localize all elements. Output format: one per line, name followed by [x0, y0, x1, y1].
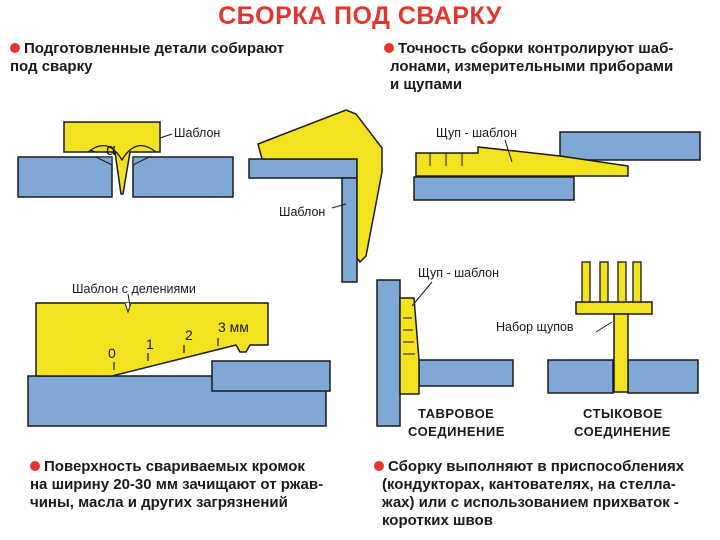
probe-template-top-diagram: Щуп - шаблон: [413, 126, 701, 201]
note-bottom-left: Поверхность свариваемых кромок на ширину…: [30, 458, 370, 512]
butt-joint-label-1: СТЫКОВОЕ: [583, 406, 663, 421]
butt-joint-label-2: СОЕДИНЕНИЕ: [574, 424, 671, 439]
leader-template1: [159, 133, 173, 139]
alpha-label: α: [106, 140, 116, 159]
v-template: [63, 121, 161, 195]
leader-probe-mid: [411, 281, 433, 307]
plate-left: [17, 156, 113, 198]
page-title: СБОРКА ПОД СВАРКУ: [218, 2, 502, 30]
grad-plate-right: [211, 360, 331, 392]
tee-probe-template: [399, 297, 420, 395]
note-top-left-line-2: под сварку: [10, 58, 93, 75]
template1-label: Шаблон: [174, 126, 220, 140]
note-top-right: Точность сборки контролируют шаб- лонами…: [384, 40, 714, 94]
bullet-dot-icon: [10, 43, 20, 53]
graduated-template: [35, 302, 269, 377]
tee-joint-diagram: Щуп - шаблон ТАВРОВОЕ СОЕДИНЕНИЕ: [376, 266, 514, 439]
probe-set-bar: [575, 301, 653, 315]
angle-arc: [87, 144, 157, 162]
note-top-left-line-1: Подготовленные детали собирают: [24, 40, 285, 57]
butt-joint-diagram: Набор щупов СТЫКОВОЕ СОЕДИНЕНИЕ: [496, 261, 699, 439]
scale-2: 2: [185, 327, 193, 343]
probe-inserted: [613, 313, 629, 393]
bullet-dot-icon: [384, 43, 394, 53]
scale-1: 1: [146, 336, 154, 352]
probe-set-label: Набор щупов: [496, 320, 574, 334]
note-bottom-right-line-2: (кондукторах, кантователях, на стелла-: [382, 476, 676, 493]
plate-right: [132, 156, 234, 198]
probe-template-mid-label: Щуп - шаблон: [418, 266, 499, 280]
probe-blade-1: [581, 261, 591, 303]
note-bottom-right-line-3: жах) или с использованием прихваток -: [382, 494, 679, 511]
note-bottom-right: Сборку выполняют в приспособлениях (конд…: [374, 458, 716, 530]
leader-graduated: [127, 293, 131, 307]
groove-bevel: [95, 156, 150, 166]
bullet-dot-icon: [374, 461, 384, 471]
tee-joint-label-2: СОЕДИНЕНИЕ: [408, 424, 505, 439]
tee-plate-horizontal: [418, 359, 514, 387]
probe-plate-left: [413, 176, 575, 201]
graduated-template-diagram: 0 1 2 3 мм Шаблон с делениями: [27, 282, 331, 427]
leader-probe-set: [595, 321, 613, 333]
note-bottom-left-line-3: чины, масла и других загрязнений: [30, 494, 288, 511]
scale-3mm: 3 мм: [218, 319, 249, 335]
note-top-right-line-1: Точность сборки контролируют шаб-: [398, 40, 674, 57]
corner-plate-horizontal: [248, 158, 358, 179]
bullet-dot-icon: [30, 461, 40, 471]
graduated-template-label: Шаблон с делениями: [72, 282, 196, 296]
note-bottom-right-line-1: Сборку выполняют в приспособлениях: [388, 458, 685, 475]
scale-0: 0: [108, 345, 116, 361]
note-top-left: Подготовленные детали собирают под сварк…: [10, 40, 340, 76]
note-bottom-right-line-4: коротких швов: [382, 512, 493, 529]
probe-blade-2: [599, 261, 609, 303]
corner-template-diagram: Шаблон: [248, 109, 383, 283]
tee-plate-vertical: [376, 279, 401, 427]
probe-template-top: [415, 146, 629, 177]
butt-plate-left: [547, 359, 614, 394]
butt-plate-right: [627, 359, 699, 394]
leader-probe-top: [504, 139, 513, 163]
probe-template-top-label: Щуп - шаблон: [436, 126, 517, 140]
probe-blade-3: [617, 261, 627, 303]
tee-joint-label-1: ТАВРОВОЕ: [418, 406, 494, 421]
corner-plate-vertical: [341, 177, 358, 283]
v-groove-diagram: α Шаблон: [17, 121, 234, 198]
probe-blade-4: [632, 261, 642, 303]
template2-label: Шаблон: [279, 205, 325, 219]
corner-template: [257, 109, 383, 264]
probe-plate-right: [559, 131, 701, 161]
note-top-right-line-3: и щупами: [390, 76, 463, 93]
leader-template2: [331, 203, 347, 209]
note-bottom-left-line-2: на ширину 20-30 мм зачищают от ржав-: [30, 476, 324, 493]
note-top-right-line-2: лонами, измерительными приборами: [390, 58, 674, 75]
note-bottom-left-line-1: Поверхность свариваемых кромок: [44, 458, 305, 475]
